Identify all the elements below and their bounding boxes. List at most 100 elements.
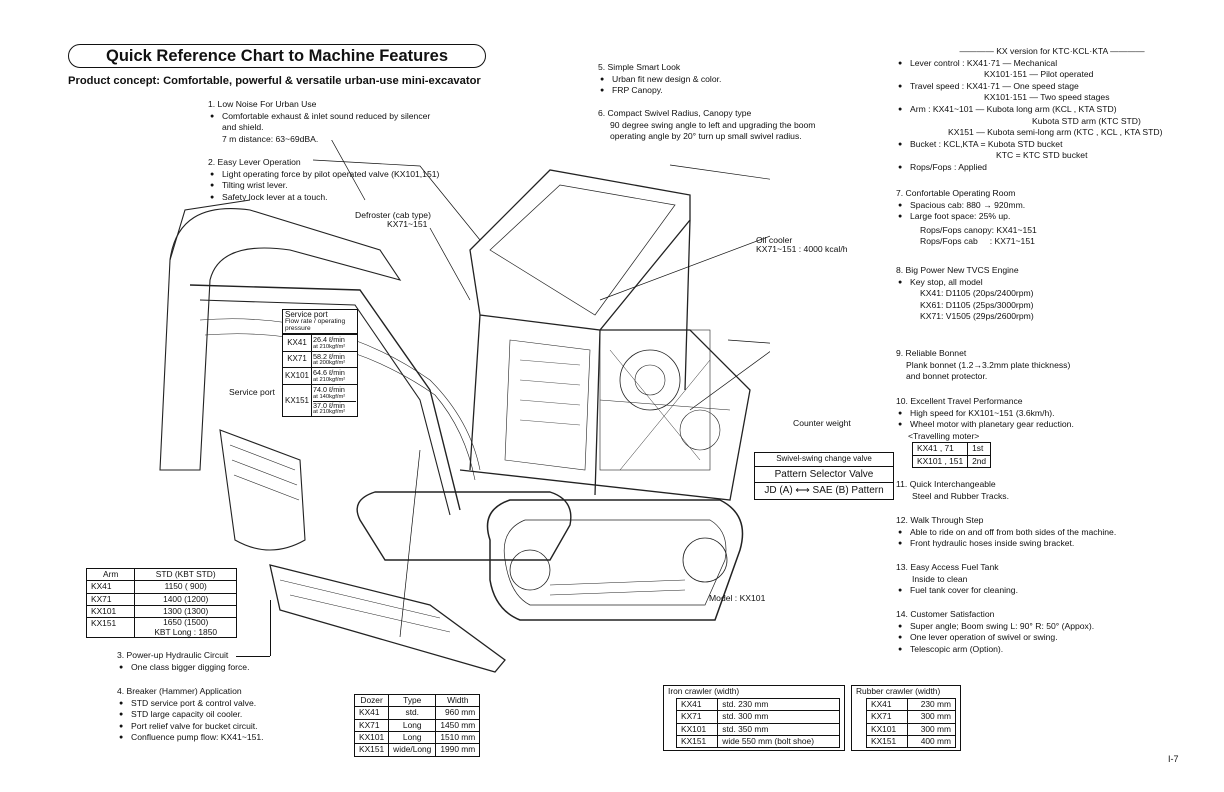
kx-version-title: ———— KX version for KTC·KCL·KTA ————: [959, 46, 1145, 56]
pattern-selector-line: JD (A) ⟷ SAE (B) Pattern: [764, 485, 884, 497]
section-heading: 12. Walk Through Step: [896, 515, 984, 525]
section-swivel: 6. Compact Swivel Radius, Canopy type 90…: [598, 108, 815, 143]
section-bonnet: 9. Reliable Bonnet Plank bonnet (1.2→3.2…: [896, 348, 1070, 383]
section-item: Tilting wrist lever.: [208, 180, 439, 192]
table-caption: Iron crawler (width): [668, 686, 740, 696]
table-cell: Long: [388, 718, 437, 733]
section-item: Wheel motor with planetary gear reductio…: [896, 419, 1074, 431]
table-cell: 2nd: [967, 454, 992, 469]
page-title: Quick Reference Chart to Machine Feature…: [68, 44, 486, 68]
service-port-callout: Service port: [229, 387, 275, 397]
table-header: Type: [388, 693, 437, 708]
section-item: Rops/Fops : Applied: [896, 162, 1208, 174]
table-cell: std. 300 mm: [717, 710, 840, 724]
table-cell: std.: [388, 706, 437, 720]
table-cell: 400 mm: [907, 735, 956, 749]
section-item: Lever control : KX41·71 — Mechanical: [896, 58, 1208, 70]
section-low-noise: 1. Low Noise For Urban Use Comfortable e…: [208, 99, 430, 145]
table-cell: KX41: [675, 697, 719, 712]
section-line: KX101·151 — Two speed stages: [984, 92, 1110, 103]
section-heading: 3. Power-up Hydraulic Circuit: [117, 650, 229, 660]
section-operating-room: 7. Confortable Operating Room Spacious c…: [896, 188, 1037, 248]
table-cell: 1st: [967, 442, 992, 456]
section-item: Front hydraulic hoses inside swing brack…: [896, 538, 1116, 550]
table-cell: 1990 mm: [435, 743, 481, 757]
section-heading: 10. Excellent Travel Performance: [896, 396, 1023, 406]
table-header: Arm: [85, 567, 136, 582]
section-line: KX71: V1505 (29ps/2600rpm): [920, 311, 1034, 322]
section-easy-lever: 2. Easy Lever Operation Light operating …: [208, 157, 439, 203]
section-heading: 2. Easy Lever Operation: [208, 157, 301, 167]
table-cell: 1510 mm: [435, 731, 481, 745]
table-cell: KX101: [353, 731, 390, 745]
table-cell: 230 mm: [907, 697, 956, 712]
section-item: Travel speed : KX41·71 — One speed stage: [896, 81, 1208, 93]
section-line: KX41: D1105 (20ps/2400rpm): [920, 288, 1034, 299]
section-line: operating angle by 20° turn up small swi…: [610, 131, 802, 142]
title-text: Quick Reference Chart to Machine Feature…: [105, 46, 449, 65]
table-header: Dozer: [353, 693, 390, 708]
section-item: Light operating force by pilot operated …: [208, 169, 439, 181]
pattern-selector-box: Swivel-swing change valve Pattern Select…: [754, 452, 894, 500]
section-item: Port relief valve for bucket circuit.: [117, 721, 264, 733]
section-item: Comfortable exhaust & inlet sound reduce…: [208, 111, 430, 123]
table-cell: 1300 (1300): [134, 605, 237, 619]
section-item: Key stop, all model: [896, 277, 1034, 289]
section-heading: 11. Quick Interchangeable: [896, 479, 996, 489]
kx-version-block: ———— KX version for KTC·KCL·KTA ———— Lev…: [896, 46, 1208, 174]
section-line: Inside to clean: [912, 573, 968, 584]
section-hydraulic: 3. Power-up Hydraulic Circuit One class …: [117, 650, 249, 673]
section-item: STD service port & control valve.: [117, 698, 264, 710]
section-item: Large foot space: 25% up.: [896, 211, 1037, 223]
table-cell: 1650 (1500)KBT Long : 1850: [134, 617, 237, 638]
table-cell: KX151: [85, 617, 136, 638]
section-item: High speed for KX101~151 (3.6km/h).: [896, 408, 1074, 420]
table-cell: 1400 (1200): [134, 592, 237, 607]
section-line: KX151 — Kubota semi-long arm (KTC , KCL …: [948, 127, 1163, 138]
section-heading: 13. Easy Access Fuel Tank: [896, 562, 999, 572]
section-line: and bonnet protector.: [906, 371, 988, 382]
section-fuel-tank: 13. Easy Access Fuel Tank Inside to clea…: [896, 562, 1018, 597]
product-concept: Product concept: Comfortable, powerful &…: [68, 75, 481, 87]
table-cell: KX151: [675, 735, 719, 749]
table-cell: KX151: [865, 735, 909, 749]
section-item: One class bigger digging force.: [117, 662, 249, 674]
section-item: Confluence pump flow: KX41~151.: [117, 732, 264, 744]
section-line: Kubota STD arm (KTC STD): [1032, 115, 1141, 126]
table-cell: KX101: [85, 605, 136, 619]
table-header: Width: [435, 693, 481, 708]
section-item: Able to ride on and off from both sides …: [896, 527, 1116, 539]
table-cell: KX101: [675, 722, 719, 737]
table-cell: 960 mm: [435, 706, 481, 720]
section-item: Arm : KX41~101 — Kubota long arm (KCL , …: [896, 104, 1208, 116]
table-cell: KX71: [865, 710, 909, 724]
section-item: Super angle; Boom swing L: 90° R: 50° (A…: [896, 621, 1094, 633]
section-heading: 7. Confortable Operating Room: [896, 188, 1016, 198]
section-heading: 9. Reliable Bonnet: [896, 348, 967, 358]
section-item: Urban fit new design & color.: [598, 74, 721, 86]
section-item: Spacious cab: 880 → 920mm.: [896, 200, 1037, 212]
pattern-selector-line: Pattern Selector Valve: [755, 467, 893, 484]
oil-cooler-callout: Oil cooler KX71~151 : 4000 kcal/h: [756, 235, 848, 254]
leader-line: [270, 600, 271, 656]
section-item: Fuel tank cover for cleaning.: [896, 585, 1018, 597]
callout-line: Defroster (cab type): [355, 210, 431, 220]
